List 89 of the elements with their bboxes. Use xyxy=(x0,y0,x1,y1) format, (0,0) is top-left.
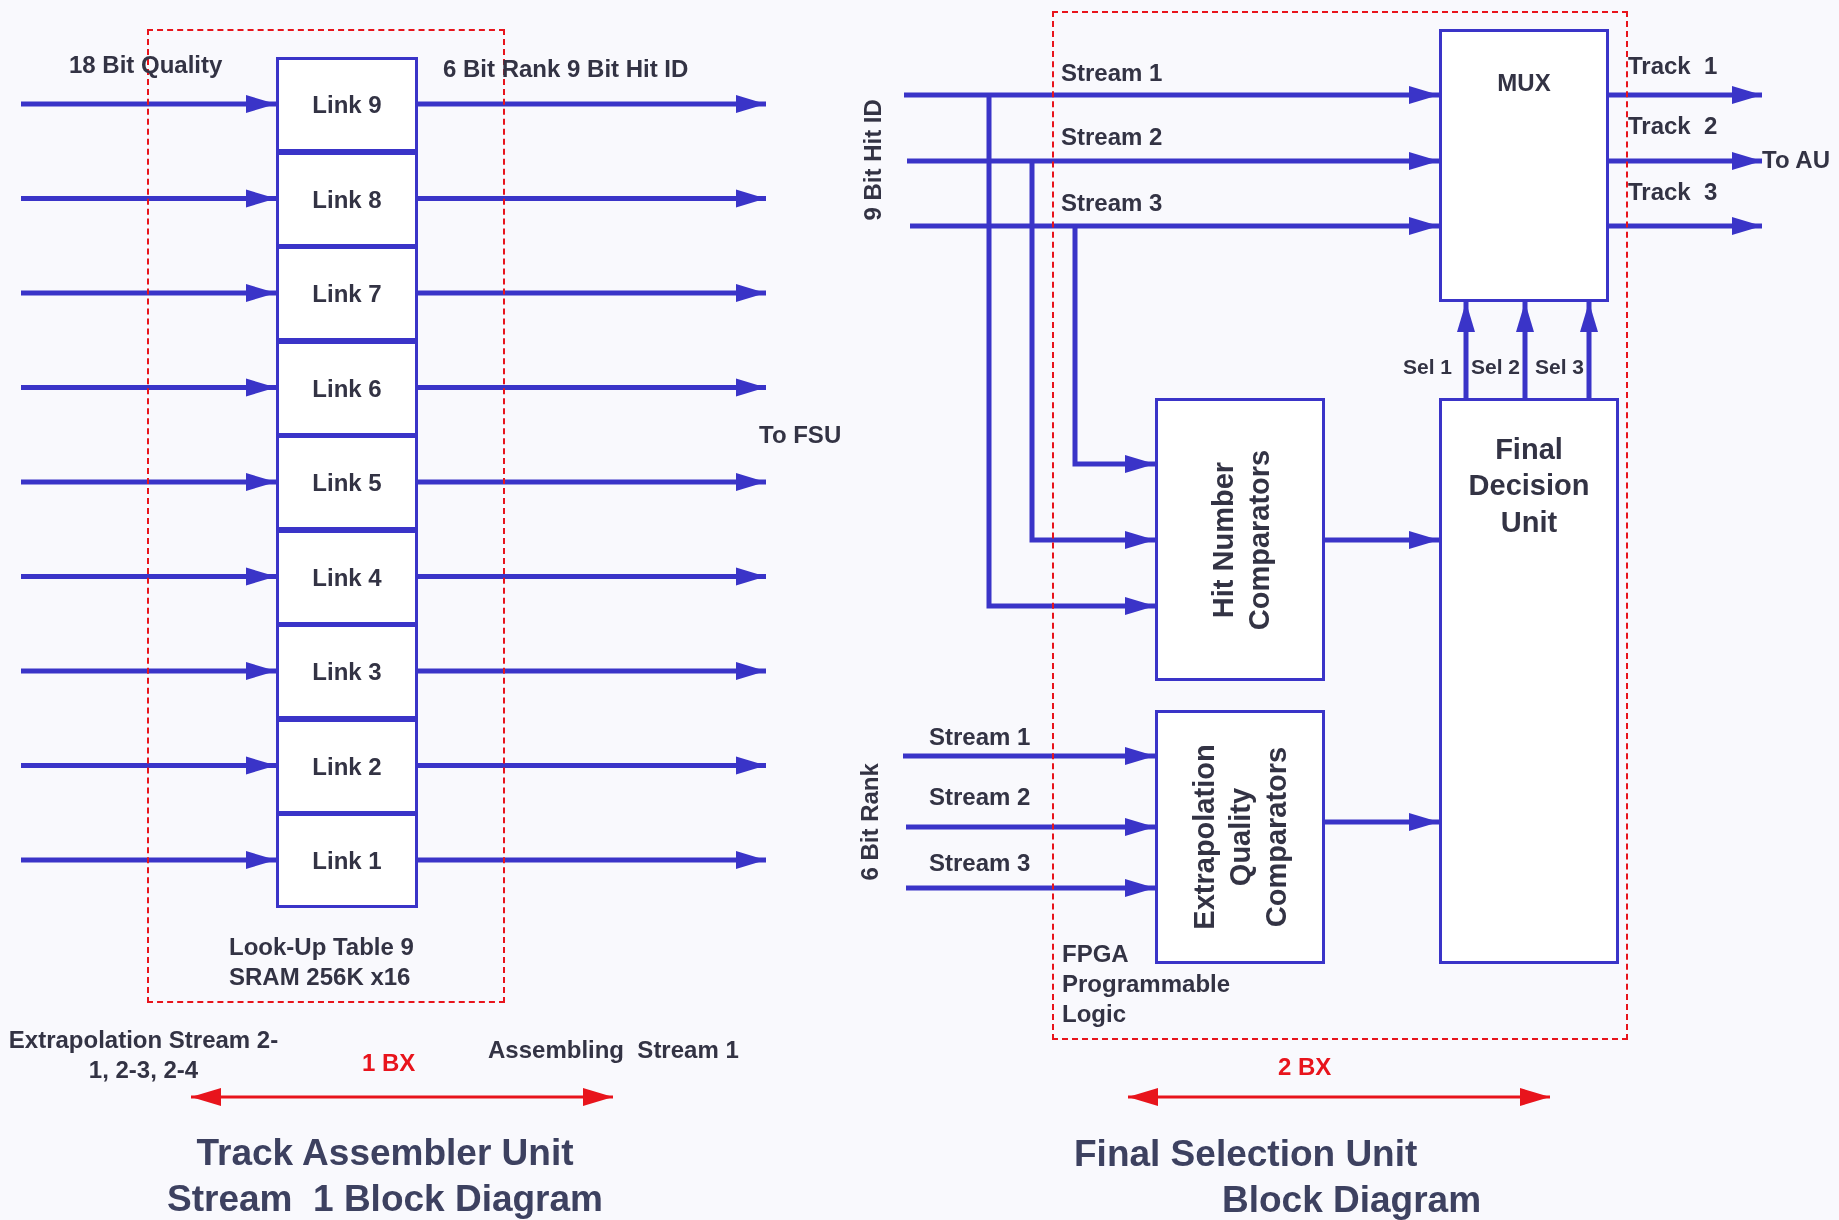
node-label: Link 2 xyxy=(311,751,383,782)
node-label: Link 8 xyxy=(311,184,383,215)
arrow xyxy=(910,217,1439,235)
arrow xyxy=(986,95,1155,615)
link-box xyxy=(276,340,418,436)
arrow xyxy=(21,662,276,680)
dashed-region xyxy=(1052,11,1628,1040)
section-heading: Track Assembler Unit Stream 1 Block Diagram xyxy=(166,1131,604,1220)
link-box xyxy=(276,718,418,814)
signal-label: To AU xyxy=(1762,145,1831,175)
arrow xyxy=(418,473,766,491)
node-label: Link 3 xyxy=(311,657,383,687)
arrow xyxy=(418,95,766,113)
arrow xyxy=(418,851,766,869)
node-label: Hit Number Comparators xyxy=(1204,448,1276,632)
node-label: Link 6 xyxy=(311,373,383,404)
signal-label: 9 Bit Hit ID xyxy=(858,99,887,221)
arrow xyxy=(1457,302,1475,398)
node-label: Link 9 xyxy=(311,90,383,120)
arrow xyxy=(906,879,1155,897)
arrow xyxy=(21,189,276,208)
edge-label: Sel 2 xyxy=(1471,354,1521,380)
arrow xyxy=(1609,86,1762,104)
arrow xyxy=(418,662,766,680)
signal-label: To FSU xyxy=(759,420,842,450)
arrow xyxy=(1609,217,1762,235)
link-box xyxy=(276,57,418,152)
link-box xyxy=(276,435,418,530)
arrow xyxy=(418,284,766,302)
node-label: MUX xyxy=(1496,68,1552,98)
arrow xyxy=(21,567,276,586)
arrow xyxy=(21,756,276,775)
link-box xyxy=(276,813,418,908)
arrow xyxy=(907,152,1439,170)
signal-label: 6 Bit Rank xyxy=(855,763,884,881)
arrow xyxy=(1325,531,1439,549)
signal-label: 18 Bit Quality xyxy=(69,50,223,80)
edge-label: Stream 2 xyxy=(1061,122,1163,152)
decision-unit-box xyxy=(1439,398,1619,964)
node-label: Link 4 xyxy=(311,562,383,593)
arrow xyxy=(21,95,276,113)
arrow xyxy=(1609,152,1762,170)
arrow xyxy=(21,473,276,491)
arrow xyxy=(903,747,1155,765)
edge-label: Sel 3 xyxy=(1535,354,1585,380)
arrow xyxy=(418,567,766,586)
arrow xyxy=(21,851,276,869)
comparator-box xyxy=(1155,710,1325,964)
arrow xyxy=(906,818,1155,836)
section-heading: Block Diagram xyxy=(1222,1178,1482,1220)
node-label: Final Decision Unit xyxy=(1467,432,1591,540)
mux-box xyxy=(1439,29,1609,302)
arrow xyxy=(1516,302,1534,398)
node-label: Link 7 xyxy=(311,279,383,309)
link-box xyxy=(276,529,418,625)
edge-label: Sel 1 xyxy=(1403,354,1453,380)
duration-label: 2 BX xyxy=(1278,1052,1332,1082)
edge-label: Track 2 xyxy=(1628,111,1718,141)
arrow xyxy=(1580,302,1598,398)
edge-label: Stream 3 xyxy=(1061,188,1163,218)
node-label: Extrapolation Quality Comparators xyxy=(1186,743,1294,932)
node-label: Link 5 xyxy=(311,468,383,498)
arrow xyxy=(418,378,766,397)
arrow xyxy=(21,378,276,397)
duration-label: 1 BX xyxy=(362,1048,416,1078)
arrow xyxy=(21,284,276,302)
edge-label: Track 3 xyxy=(1628,177,1718,207)
edge-label: Stream 2 xyxy=(929,782,1031,812)
edge-label: Stream 1 xyxy=(929,722,1031,752)
link-box xyxy=(276,151,418,247)
edge-label: Stream 3 xyxy=(929,848,1031,878)
arrow xyxy=(1325,813,1439,831)
arrow xyxy=(1072,226,1155,473)
arrow xyxy=(418,189,766,208)
signal-label: 6 Bit Rank 9 Bit Hit ID xyxy=(443,54,689,84)
arrow xyxy=(904,86,1439,104)
section-heading: Final Selection Unit xyxy=(1074,1132,1418,1176)
node-label: FPGA Programmable Logic xyxy=(1062,939,1232,1029)
arrow xyxy=(1029,161,1155,549)
arrow xyxy=(418,756,766,775)
note-text: Extrapolation Stream 2-1, 2-3, 2-4 xyxy=(7,1025,280,1085)
link-box xyxy=(276,624,418,719)
edge-label: Track 1 xyxy=(1628,51,1718,81)
node-label: Look-Up Table 9 SRAM 256K x16 xyxy=(229,932,415,992)
edge-label: Stream 1 xyxy=(1061,58,1163,88)
comparator-box xyxy=(1155,398,1325,681)
link-box xyxy=(276,246,418,341)
node-label: Link 1 xyxy=(311,846,383,876)
note-text: Assembling Stream 1 xyxy=(488,1035,739,1065)
